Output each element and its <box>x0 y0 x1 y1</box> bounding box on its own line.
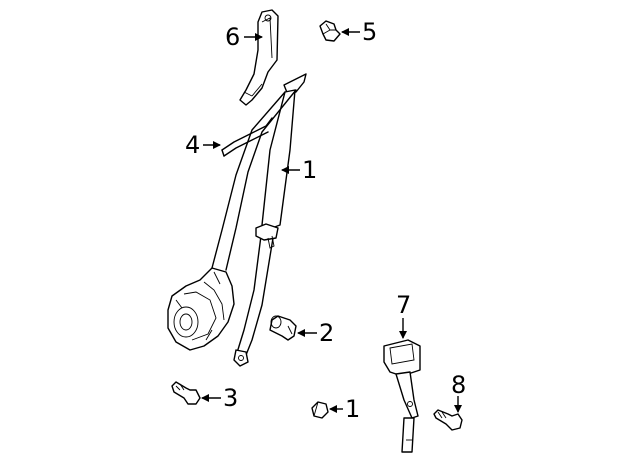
callout-6: 6 <box>225 23 240 51</box>
upper-anchor-bracket <box>239 9 279 106</box>
seat-belt-buckle <box>383 339 421 453</box>
callout-2: 2 <box>319 319 334 347</box>
mounting-bolt <box>171 381 201 405</box>
buckle-bolt <box>433 409 463 431</box>
callout-7: 7 <box>396 291 411 319</box>
anchor-bolt <box>269 315 297 341</box>
seat-belt-webbing <box>211 73 307 367</box>
callout-5: 5 <box>362 18 377 46</box>
upper-bolt <box>319 20 341 42</box>
callout-4: 4 <box>185 131 200 159</box>
belt-guide-clip <box>221 117 273 157</box>
callout-1-belt: 1 <box>302 156 317 184</box>
callout-3: 3 <box>223 384 238 412</box>
callout-1-cap: 1 <box>345 395 360 423</box>
callout-8: 8 <box>451 371 466 399</box>
belt-retractor <box>167 267 235 351</box>
end-cap <box>311 401 329 419</box>
